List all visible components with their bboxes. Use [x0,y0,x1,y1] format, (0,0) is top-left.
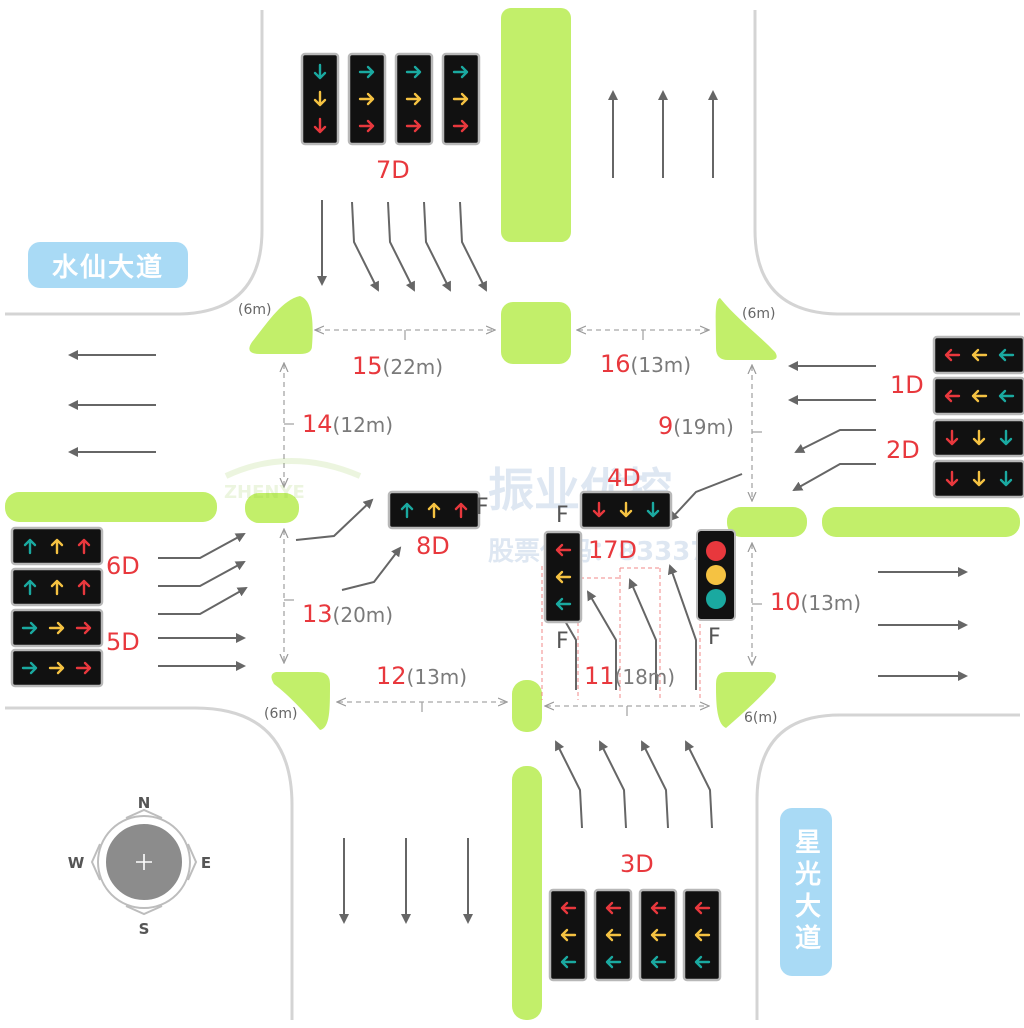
signal-head-8d [387,490,481,530]
crosswalk-14: 14(12m) [302,410,393,438]
road-curbs [5,10,1020,1020]
crosswalk-15: 15(22m) [352,352,443,380]
svg-text:ZHENYE: ZHENYE [224,482,305,503]
crosswalk-13: 13(20m) [302,600,393,628]
label-7d: 7D [376,156,410,184]
round-signal [696,529,736,621]
signal-head-5d-b [10,648,104,688]
crosswalk-9: 9(19m) [658,412,734,440]
flash-label-round: F [708,625,721,650]
signal-head-2d-a [932,418,1024,458]
signal-head-3d-d [682,888,722,982]
crosswalk-16: 16(13m) [600,350,691,378]
island-se [716,672,776,728]
dimension-ticks [284,330,762,716]
flash-lane-guides [541,566,701,700]
island-ne-size: (6m) [742,306,775,322]
west-center-island [245,493,299,523]
road-label-horizontal: 水仙大道 [28,242,188,288]
island-sw-size: (6m) [264,706,297,722]
label-17d: 17D [588,536,637,564]
compass-s: S [139,920,150,938]
lane-arrows [68,90,968,924]
east-median [822,507,1020,537]
island-size-labels: (6m) (6m) (6m) 6(m) [238,302,777,726]
signal-head-1d-a [932,335,1024,375]
label-2d: 2D [886,436,920,464]
island-se-size: 6(m) [744,710,777,726]
label-4d: 4D [607,464,641,492]
label-1d: 1D [890,371,924,399]
signal-head-3d-a [548,888,588,982]
flash-label-17d: F [556,629,569,654]
label-5d: 5D [106,628,140,656]
east-center-island [727,507,807,537]
crosswalk-12: 12(13m) [376,662,467,690]
compass: N S W E [68,794,211,938]
svg-text:股票代码：833376: 股票代码：833376 [488,537,727,567]
signal-head-7d-c [394,52,434,146]
label-6d: 6D [106,552,140,580]
signal-head-7d-b [347,52,387,146]
west-median [5,492,217,522]
island-nw [249,296,313,354]
crosswalk-labels: 15(22m) 16(13m) 14(12m) 9(19m) 13(20m) 1… [302,350,861,690]
compass-e: E [201,854,211,872]
crosswalk-11: 11(18m) [584,662,675,690]
crosswalk-10: 10(13m) [770,588,861,616]
center-south-island [512,680,542,732]
signal-head-17d [543,530,583,624]
signal-head-6d-b [10,567,104,607]
north-median [501,8,571,242]
signal-head-3d-b [593,888,633,982]
traffic-islands [5,8,1020,1020]
signal-head-5d-a [10,608,104,648]
signal-head-2d-b [932,459,1024,499]
flash-label-8d: F [476,495,489,520]
road-label-vertical: 星光大道 [780,808,832,976]
label-3d: 3D [620,850,654,878]
label-8d: 8D [416,532,450,560]
signal-group-labels: 7D 1D 2D 6D 5D 3D 8D 4D 17D [106,156,924,878]
island-nw-size: (6m) [238,302,271,318]
crosswalk-dimensions [284,330,752,706]
signal-head-7d-d [441,52,481,146]
center-north-island [501,302,571,364]
signal-head-4d [579,490,673,530]
compass-n: N [138,794,151,812]
signal-head-3d-c [638,888,678,982]
flash-labels: F F F F [476,495,721,654]
flash-label-4d: F [556,503,569,528]
island-ne [715,298,777,360]
south-median [512,766,542,1020]
island-sw [271,672,330,730]
signal-head-6d-a [10,526,104,566]
signal-head-1d-b [932,376,1024,416]
signal-head-7d-a [300,52,340,146]
signal-heads [10,52,1024,982]
compass-w: W [68,854,85,872]
